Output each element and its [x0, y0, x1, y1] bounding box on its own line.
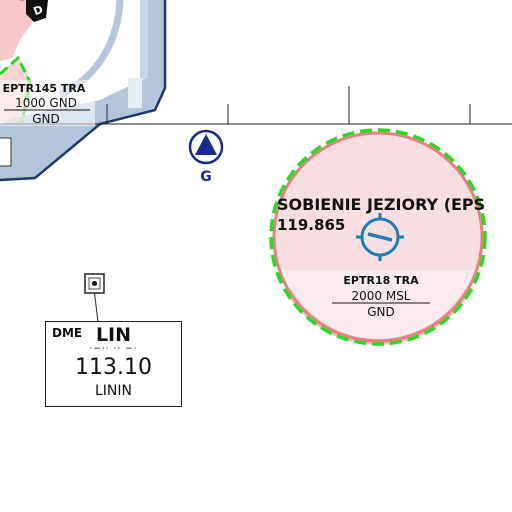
dme-info-box[interactable]: DME LIN ·−·· ·· −· 113.10 LININ: [45, 321, 182, 407]
compulsory-reporting-point-icon: [195, 134, 217, 155]
dme-leader-line: [94, 292, 99, 323]
tra-left-dashed-edge: [0, 55, 32, 123]
reporting-point[interactable]: G: [188, 129, 224, 185]
dme-morse-code: ·−·· ·· −·: [89, 344, 138, 354]
dme-station-dot: [92, 281, 97, 286]
tra-right-name: EPTR18 TRA: [343, 274, 419, 287]
dme-frequency: 113.10: [75, 355, 152, 380]
vor-compass-icon[interactable]: [356, 213, 404, 261]
tra-right-label: EPTR18 TRA 2000 MSL GND: [332, 274, 430, 319]
dme-station-name: LININ: [94, 383, 132, 399]
tra-left-upper-limit: 1000 GND: [15, 96, 77, 110]
dme-ident: LIN: [95, 324, 132, 346]
vor-runway-bar: [367, 232, 393, 242]
area-tag-shape: [26, 0, 48, 22]
tra-right-lower-limit: GND: [367, 305, 395, 319]
tra-left-lower-limit: GND: [32, 112, 60, 126]
airspace-band-edge: [0, 0, 167, 182]
dme-kind-label: DME: [52, 326, 83, 340]
airspace-band-inner-fill: [140, 0, 148, 80]
dme-station-inner: [88, 277, 101, 290]
edge-marker-box: [0, 137, 12, 167]
airspace-band-window: [128, 78, 142, 108]
tra-right-border: [272, 131, 484, 343]
aerodrome-name: SOBIENIE JEZIORY (EPS: [277, 195, 485, 214]
tra-left-label: EPTR145 TRA 1000 GND GND: [0, 80, 95, 126]
area-designator-tag: D: [26, 0, 48, 22]
tra-right-dashed-edge: [269, 128, 487, 346]
aerodrome-frequency: 119.865: [277, 216, 345, 234]
airspace-band-fill: [0, 0, 165, 180]
tra-right-upper-limit: 2000 MSL: [351, 289, 410, 303]
dme-station[interactable]: [84, 273, 105, 323]
tra-left-label-bg: [0, 80, 95, 126]
reporting-point-letter: G: [200, 169, 212, 185]
area-tag-letter: D: [32, 3, 45, 18]
tra-left-name: EPTR145 TRA: [3, 82, 86, 95]
